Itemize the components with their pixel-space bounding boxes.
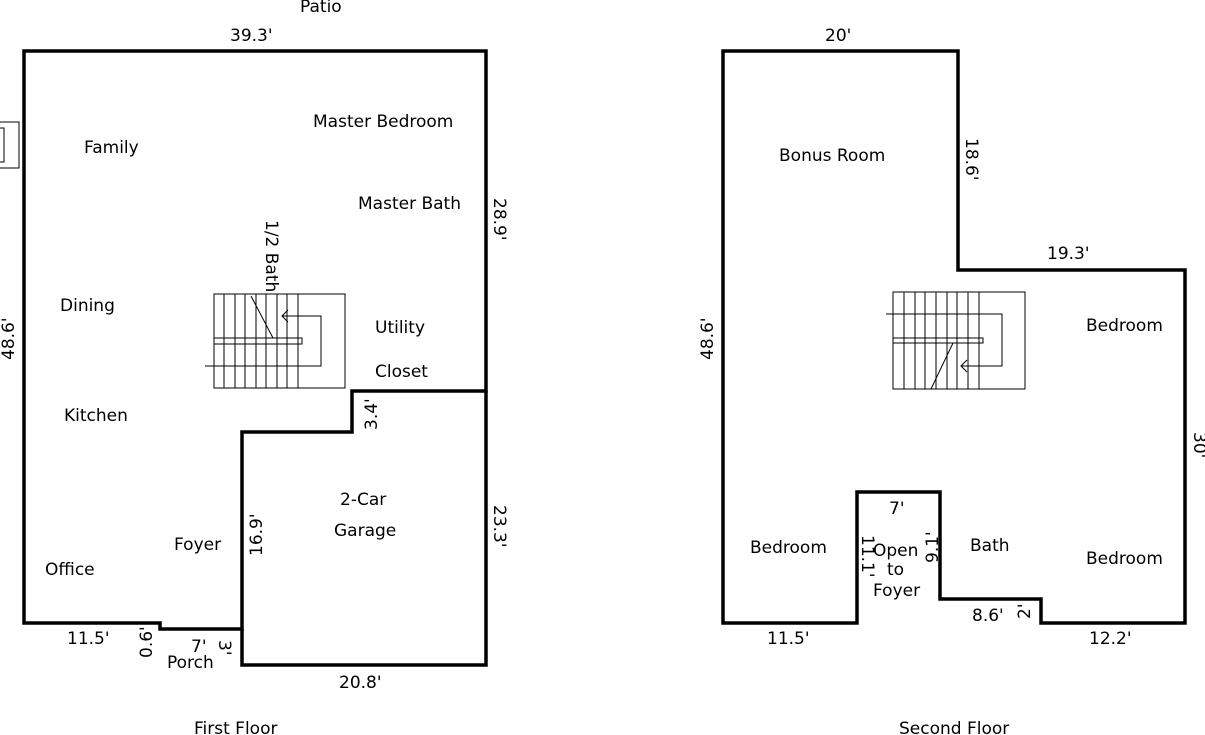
dim-open-left: 11.1' bbox=[857, 535, 877, 578]
room-open-line2: to bbox=[887, 560, 904, 580]
dim-top: 39.3' bbox=[230, 26, 273, 46]
room-porch: Porch bbox=[167, 653, 214, 673]
room-family: Family bbox=[84, 138, 139, 158]
room-master-bath: Master Bath bbox=[358, 194, 461, 214]
dim-open-width: 7' bbox=[889, 499, 905, 519]
first-floor-stairs bbox=[205, 293, 346, 389]
second-floor-plan: 20' Bonus Room 18.6' 19.3' Bedroom 48.6'… bbox=[698, 26, 1205, 735]
room-open-line3: Foyer bbox=[873, 581, 920, 601]
room-bedroom-left: Bedroom bbox=[750, 538, 827, 558]
dim-open-right: 9.1' bbox=[923, 531, 943, 563]
dim-garage-left: 16.9' bbox=[247, 513, 267, 556]
room-bonus: Bonus Room bbox=[779, 146, 885, 166]
room-dining: Dining bbox=[60, 296, 115, 316]
dim-bottom-left: 11.5' bbox=[67, 629, 110, 649]
dim-porch-step: 0.6' bbox=[137, 626, 157, 658]
first-floor-outline bbox=[22, 49, 488, 631]
second-floor-outline bbox=[721, 49, 1187, 625]
patio-label: Patio bbox=[300, 0, 342, 17]
first-floor-plan: Patio 39.3' Family Master Bedroom Master… bbox=[0, 0, 509, 735]
room-bath: Bath bbox=[970, 536, 1010, 556]
fireplace bbox=[0, 121, 20, 169]
second-floor-stairs bbox=[886, 291, 1026, 390]
dim-bottom-left-2: 11.5' bbox=[767, 629, 810, 649]
room-office: Office bbox=[45, 560, 95, 580]
room-kitchen: Kitchen bbox=[64, 406, 128, 426]
room-half-bath: 1/2 Bath bbox=[261, 220, 281, 292]
dim-porch-width: 7' bbox=[191, 637, 207, 657]
dim-step-top: 19.3' bbox=[1047, 244, 1090, 264]
dim-bonus-right: 18.6' bbox=[961, 138, 981, 181]
dim-bath-bottom: 8.6' bbox=[972, 606, 1004, 626]
dim-bath-step: 2' bbox=[1015, 604, 1035, 620]
garage-outline bbox=[240, 391, 488, 667]
dim-garage-bottom: 20.8' bbox=[339, 673, 382, 693]
dim-left-2: 48.6' bbox=[698, 317, 718, 360]
dim-garage-step: 3.4' bbox=[362, 398, 382, 430]
dim-top-2: 20' bbox=[825, 26, 851, 46]
room-master-bedroom: Master Bedroom bbox=[313, 112, 453, 132]
room-foyer: Foyer bbox=[174, 535, 221, 555]
room-garage-line2: Garage bbox=[334, 521, 396, 541]
first-floor-title: First Floor bbox=[194, 719, 277, 735]
second-floor-title: Second Floor bbox=[899, 719, 1009, 735]
dim-porch-depth: 3' bbox=[214, 640, 234, 656]
dim-bottom-right-2: 12.2' bbox=[1089, 629, 1132, 649]
room-closet: Closet bbox=[375, 362, 428, 382]
room-utility: Utility bbox=[375, 318, 425, 338]
dim-right-lower: 23.3' bbox=[489, 505, 509, 548]
room-open-line1: Open bbox=[873, 541, 918, 561]
room-bedroom-right-top: Bedroom bbox=[1086, 316, 1163, 336]
dim-left: 48.6' bbox=[0, 317, 19, 360]
room-garage-line1: 2-Car bbox=[340, 490, 386, 510]
room-bedroom-right-bottom: Bedroom bbox=[1086, 549, 1163, 569]
dim-right-upper: 28.9' bbox=[489, 198, 509, 241]
dim-right-2: 30' bbox=[1189, 432, 1205, 458]
